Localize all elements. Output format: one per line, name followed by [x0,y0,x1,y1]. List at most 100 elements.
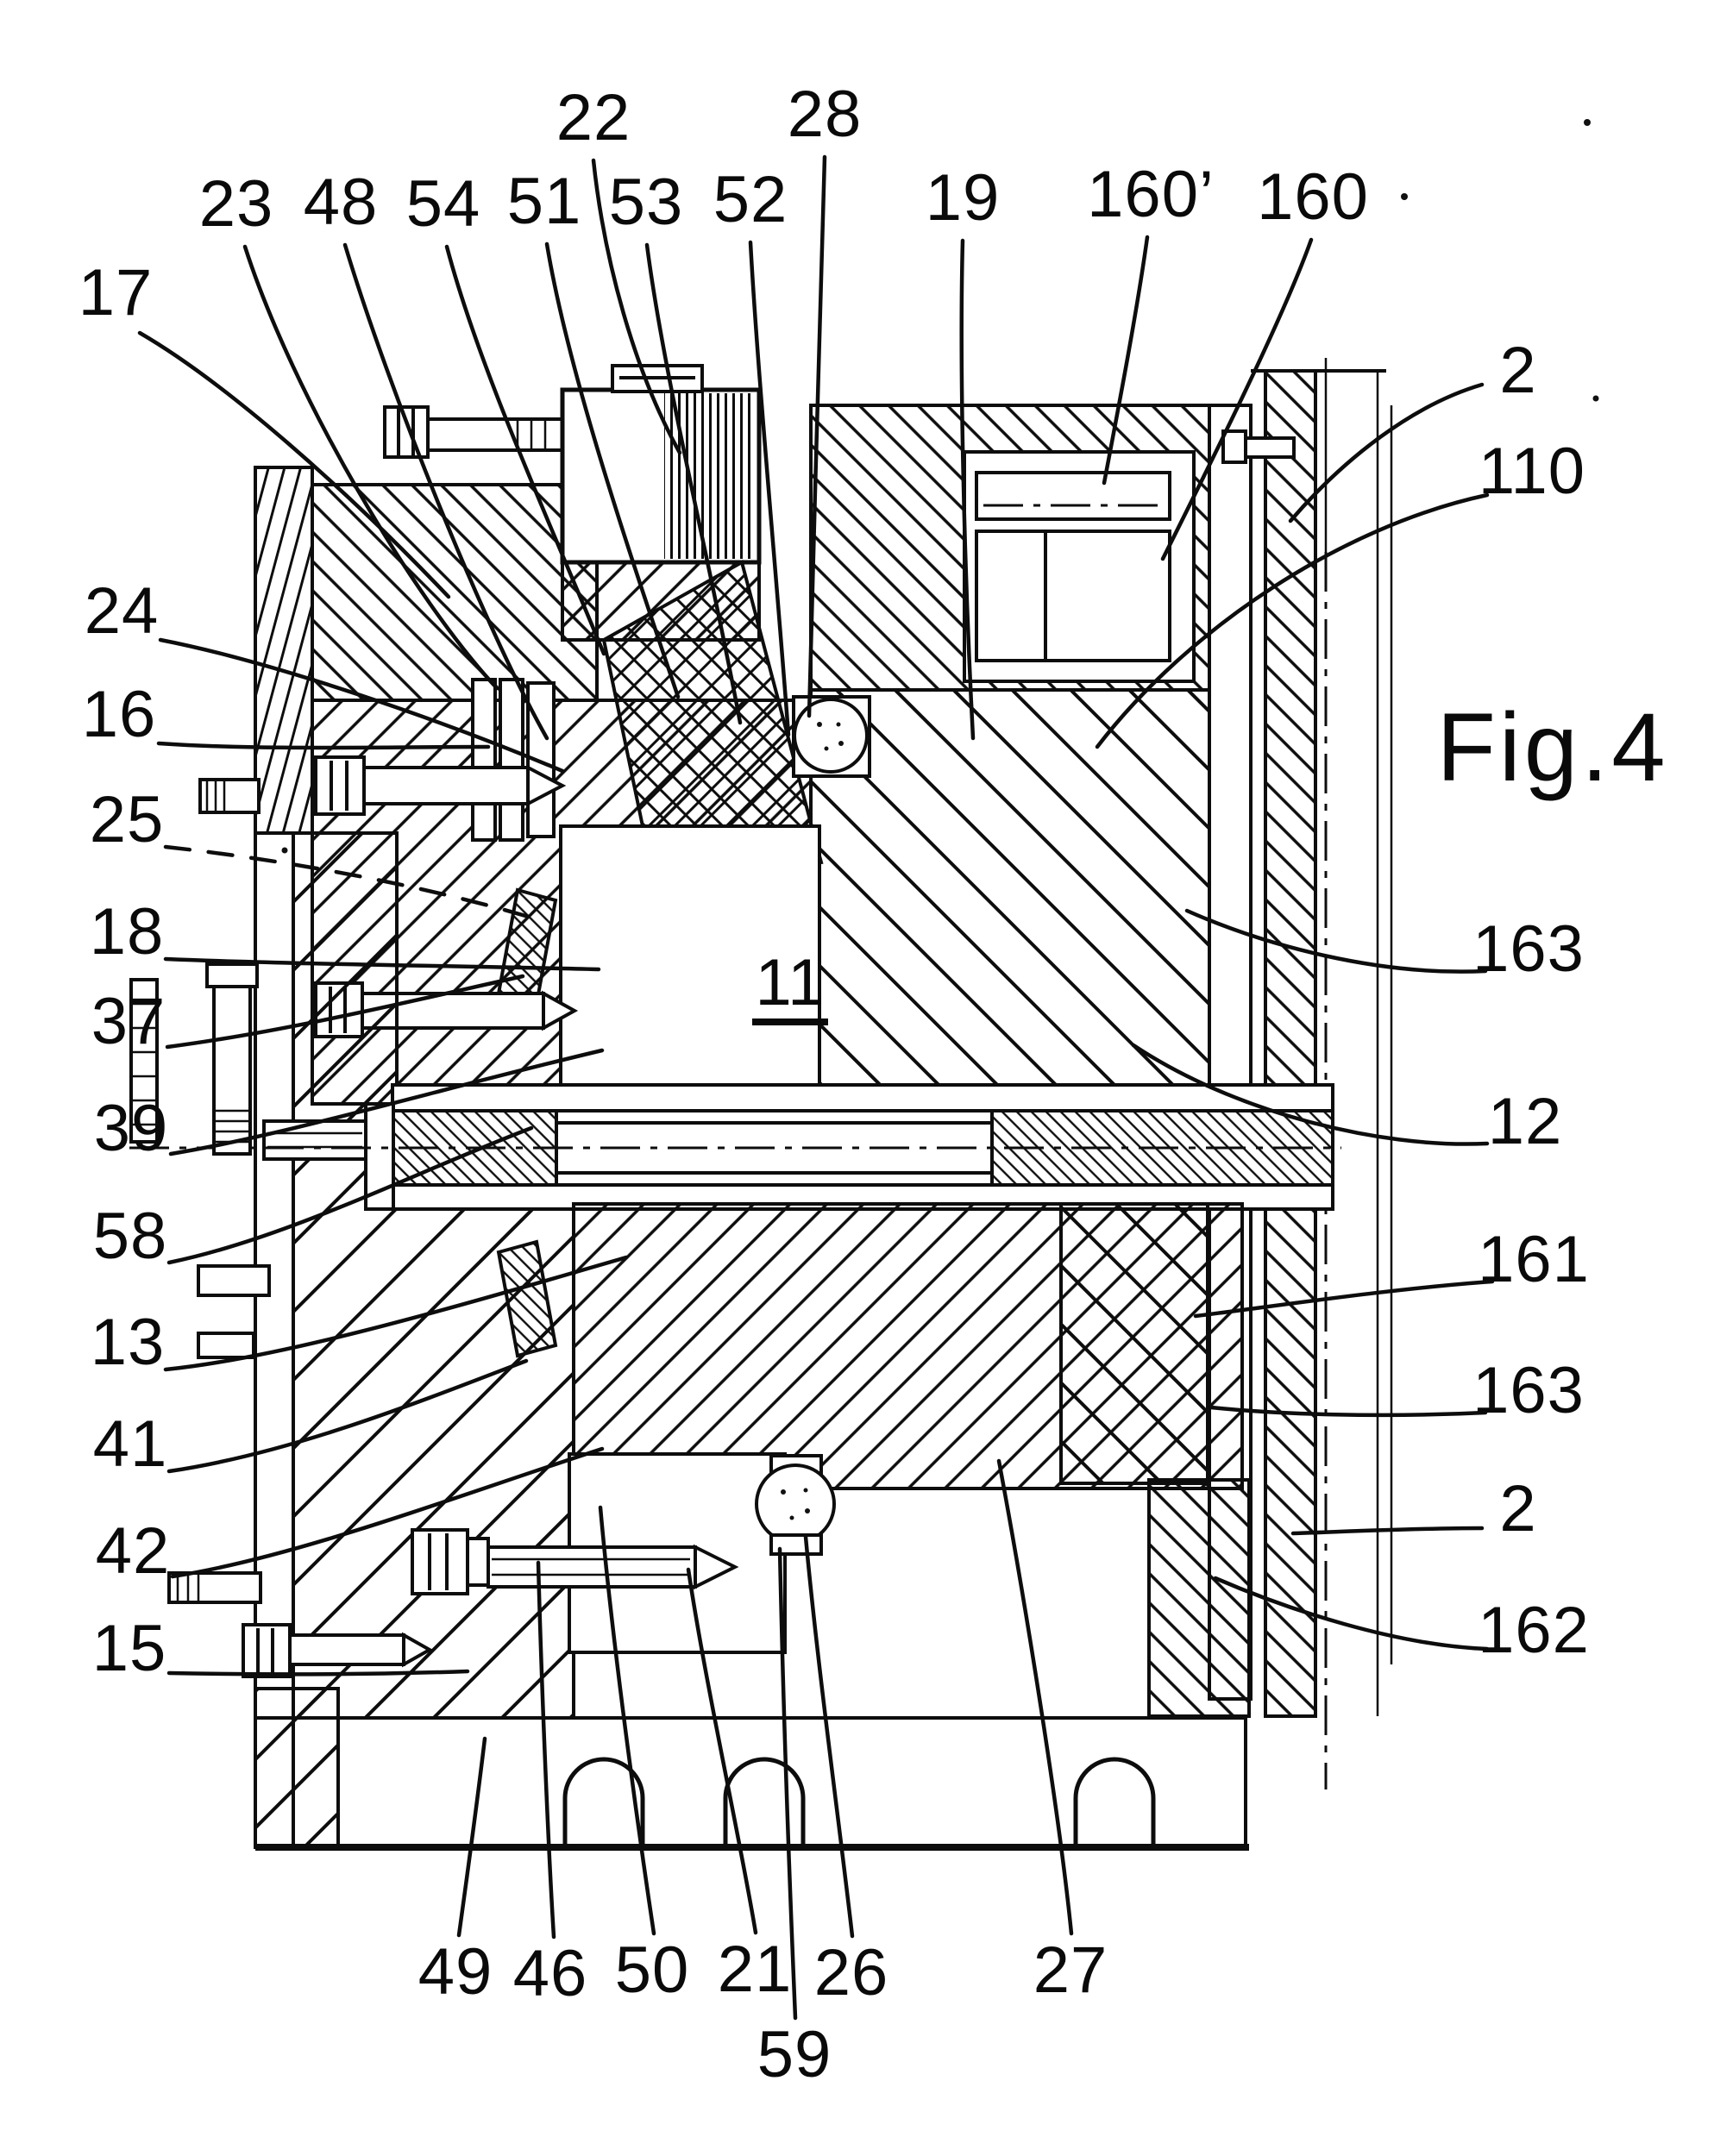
ref-label-15: 15 [92,1612,167,1685]
ref-label-28: 28 [788,78,863,151]
leader-162 [1213,1576,1490,1651]
leader-51 [544,241,681,699]
ref-label-50: 50 [615,1934,690,2007]
flange-scallop-1 [562,1757,645,1847]
flange-foot-left [254,1687,340,1849]
leader-53 [644,242,743,725]
shaft-stub [262,1119,367,1161]
hatched-wall [1264,369,1317,1718]
bolt-21-tip [694,1544,739,1590]
ref-label-46: 46 [513,1937,588,2010]
leader-49 [456,1736,487,1938]
leader-22 [591,158,682,455]
ref-label-42: 42 [96,1514,171,1588]
ref-label-162: 162 [1478,1594,1590,1667]
ref-label-18: 18 [90,895,165,968]
flange-band [292,1716,1247,1849]
stud-15 [167,1571,262,1604]
leader-15 [166,1669,470,1677]
leader-2b [1290,1526,1485,1536]
ref-label-24: 24 [85,574,160,648]
leader-2a [1288,382,1485,523]
ref-label-26: 26 [814,1936,889,2009]
leader-23 [242,244,499,691]
leader-54 [444,244,606,656]
ref-label-51: 51 [507,165,582,238]
leader-17 [137,330,451,599]
leader-58 [166,1125,534,1265]
stud-2 [197,1264,271,1297]
leader-160 [1160,237,1314,561]
ref-label-19: 19 [926,161,1001,235]
leader-24 [158,637,565,774]
ref-label-27: 27 [1033,1934,1108,2007]
leader-21 [686,1567,758,1935]
stud-39-head [205,962,259,988]
ref-label-2b: 2 [1499,1472,1536,1545]
left-flange-plate [254,466,314,835]
ref-label-54: 54 [406,167,481,241]
bolt-21-head [411,1528,469,1595]
bottom-flange-group [254,1687,1249,1851]
leader-50 [598,1505,656,1936]
ref-label-11: 11 [756,946,826,1019]
leader-48 [342,242,549,741]
leader-110 [1095,492,1490,749]
ref-label-17: 17 [78,256,154,329]
ref-label-59: 59 [757,2018,832,2091]
wall-bolt-head [1221,429,1247,464]
ref-label-16: 16 [82,678,157,751]
block-162 [1147,1478,1251,1718]
ref-label-fig-title: Fig.4 [1437,693,1669,801]
hex-bolt-head-top [383,405,430,459]
ref-label-52: 52 [713,163,788,236]
bolt-24-tip [526,764,567,807]
leader-37 [165,974,525,1050]
washer-plate-1 [471,678,497,842]
ref-label-48: 48 [304,166,379,239]
ref-label-160p: 160’ [1087,158,1215,231]
ref-label-110: 110 [1479,435,1585,508]
bearing-bottom [755,1454,836,1556]
wall-bolt-shank [1244,436,1296,459]
leader-lines-group [137,154,1495,2021]
bolt-25-tip [542,990,579,1031]
sleeve-160 [975,471,1171,521]
ref-label-41: 41 [93,1407,168,1481]
leader-19 [959,238,976,741]
ref-label-163b: 163 [1472,1354,1585,1427]
ref-label-39: 39 [94,1092,169,1165]
ref-label-58: 58 [93,1200,168,1273]
mechanism-cross-section [129,119,1599,1851]
flange-scallop-3 [1073,1757,1156,1847]
ref-label-21: 21 [718,1933,793,2006]
shaft-sleeve-top [391,1083,1334,1112]
washer-58 [129,978,159,1144]
ref-label-49: 49 [418,1935,493,2009]
leader-42 [170,1446,605,1579]
left-fasteners-group [129,778,434,1678]
hex-bolt-head-bottom [242,1623,292,1678]
leader-25 [163,844,534,920]
right-wall-group [1208,358,1393,1789]
ref-label-12: 12 [1488,1085,1563,1158]
bolt-24-shank [362,766,530,805]
ref-label-160: 160 [1257,160,1369,234]
leader-52 [748,240,791,737]
leader-163b [1209,1405,1488,1418]
stud-39-body [212,985,252,1156]
leader-13 [163,1255,629,1372]
leader-59 [777,1546,798,2021]
bolt-24-head [314,755,366,816]
hex-bolt-shank-top [426,417,564,452]
leader-18 [163,956,601,972]
hex-bolt-tip-bottom [402,1632,434,1668]
ref-label-22: 22 [556,81,631,154]
ref-label-53: 53 [609,166,684,239]
ref-label-37: 37 [91,985,166,1058]
housing-block-mid-right [809,688,1211,1106]
leader-28 [807,154,827,718]
